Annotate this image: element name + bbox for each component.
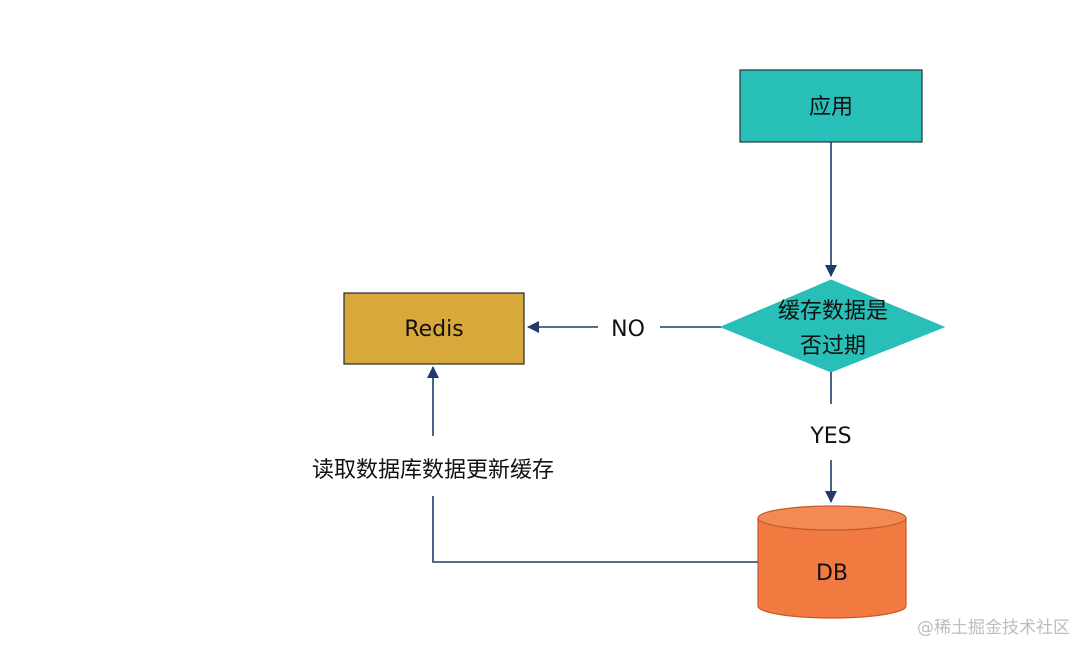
- db-cylinder-top: [757, 505, 907, 531]
- decision-diamond: [719, 279, 946, 373]
- db-node-label: DB: [816, 561, 848, 586]
- cache-expired-decision: 缓存数据是 否过期: [719, 279, 946, 373]
- no-edge-label: NO: [611, 317, 645, 342]
- app-node: 应用: [739, 69, 923, 143]
- watermark: @稀土掘金技术社区: [917, 618, 1070, 638]
- decision-label-line1: 缓存数据是: [778, 299, 888, 324]
- redis-node-box: [343, 292, 525, 365]
- redis-node: Redis: [343, 292, 525, 365]
- update-edge-lower: [432, 496, 758, 563]
- redis-node-label: Redis: [404, 317, 463, 342]
- decision-label-line2: 否过期: [800, 334, 866, 359]
- app-node-box: [739, 69, 923, 143]
- update-edge-label: 读取数据库数据更新缓存: [312, 458, 554, 483]
- db-cylinder-body: [757, 517, 907, 619]
- app-node-label: 应用: [809, 95, 853, 120]
- db-node: DB: [757, 505, 907, 619]
- yes-edge-label: YES: [809, 424, 851, 449]
